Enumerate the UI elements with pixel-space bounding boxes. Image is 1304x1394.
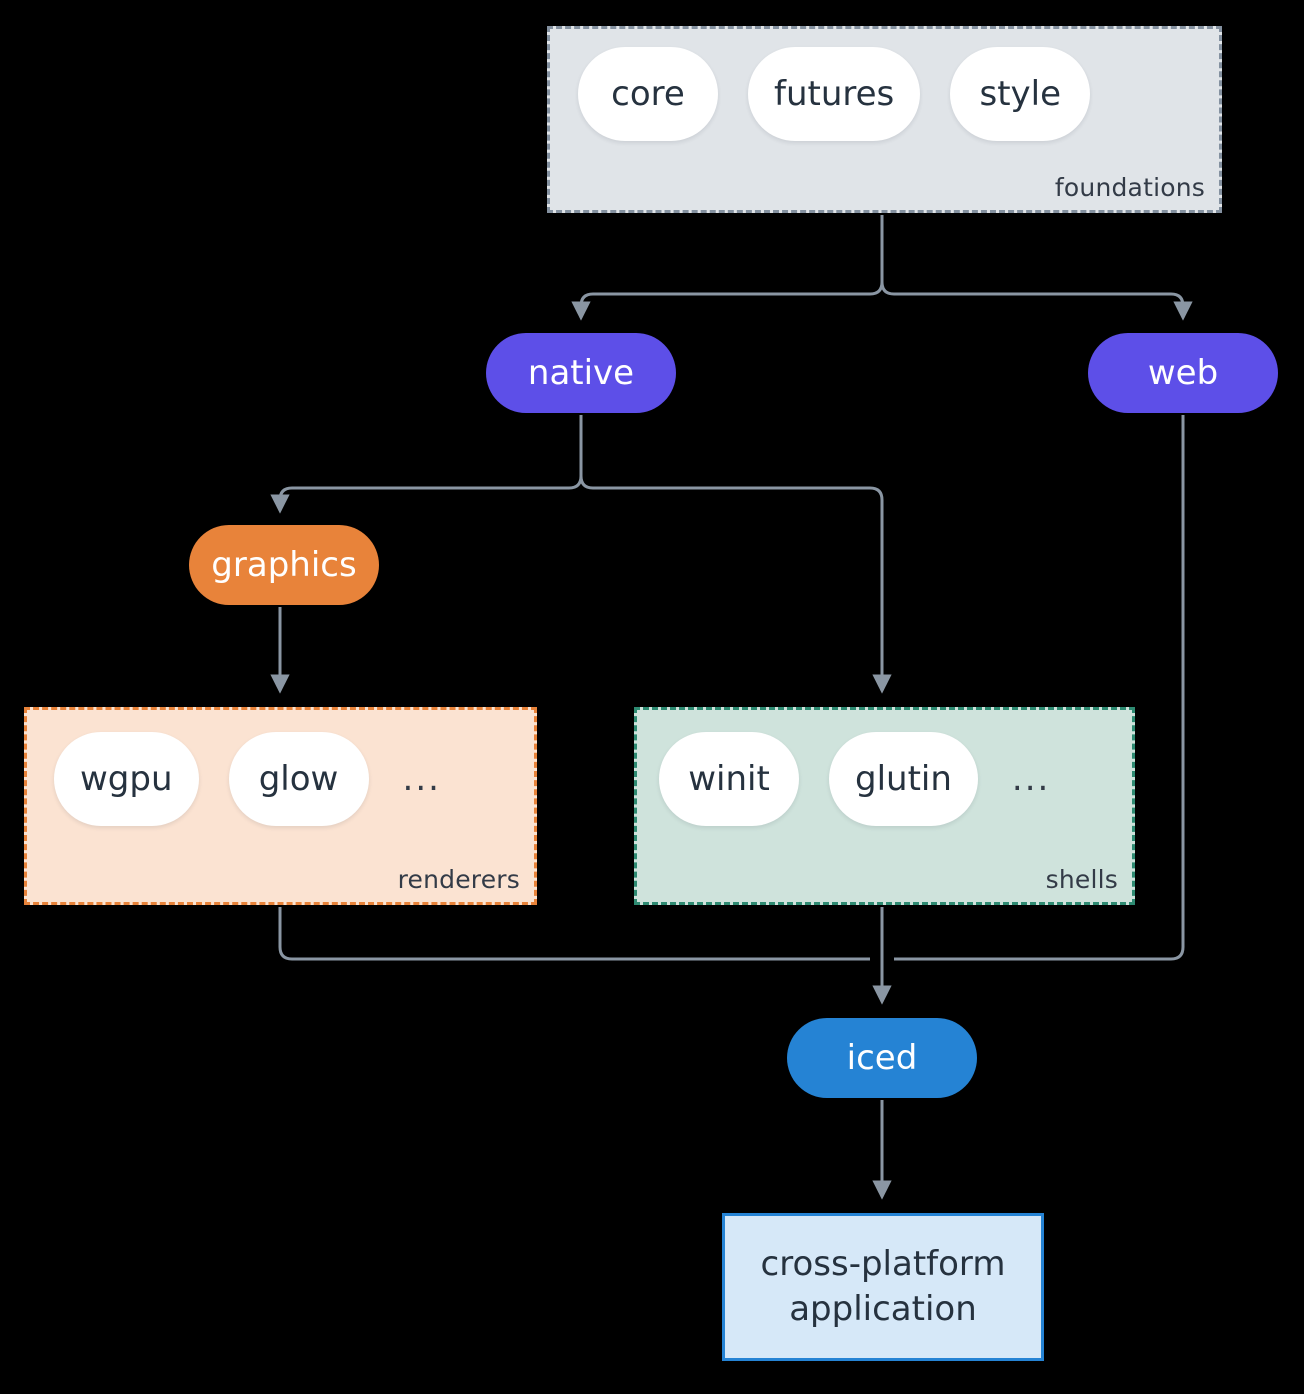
edge-foundations-to-native	[571, 215, 884, 321]
shells-ellipsis: ...	[1011, 759, 1051, 799]
edge-foundations-to-web	[880, 215, 1193, 321]
pill-winit[interactable]: winit	[659, 732, 799, 826]
group-label-shells: shells	[1045, 865, 1118, 894]
edge-renderers-to-iced	[278, 907, 870, 961]
group-foundations: core futures style foundations	[547, 26, 1222, 213]
group-label-renderers: renderers	[397, 865, 520, 894]
renderers-ellipsis: ...	[402, 759, 441, 799]
shells-pill-row: winit glutin ...	[659, 732, 1050, 826]
node-graphics[interactable]: graphics	[189, 525, 379, 605]
foundations-pill-row: core futures style	[578, 47, 1091, 141]
pill-core[interactable]: core	[578, 47, 718, 141]
pill-wgpu[interactable]: wgpu	[54, 732, 199, 826]
application-line-1: cross-platform	[760, 1244, 1006, 1285]
group-shells: winit glutin ... shells	[634, 707, 1135, 905]
node-iced[interactable]: iced	[787, 1018, 977, 1098]
pill-glutin[interactable]: glutin	[829, 732, 978, 826]
pill-style[interactable]: style	[950, 47, 1091, 141]
group-label-foundations: foundations	[1054, 173, 1205, 202]
node-native[interactable]: native	[486, 333, 676, 413]
edge-native-to-shells	[579, 415, 892, 694]
pill-glow[interactable]: glow	[228, 732, 369, 826]
renderers-pill-row: wgpu glow ...	[54, 732, 441, 826]
pill-futures[interactable]: futures	[748, 47, 921, 141]
edge-native-to-graphics	[270, 415, 583, 514]
group-renderers: wgpu glow ... renderers	[24, 707, 537, 905]
node-cross-platform-application[interactable]: cross-platform application	[722, 1213, 1044, 1361]
application-line-2: application	[789, 1289, 977, 1329]
node-web[interactable]: web	[1088, 333, 1278, 413]
